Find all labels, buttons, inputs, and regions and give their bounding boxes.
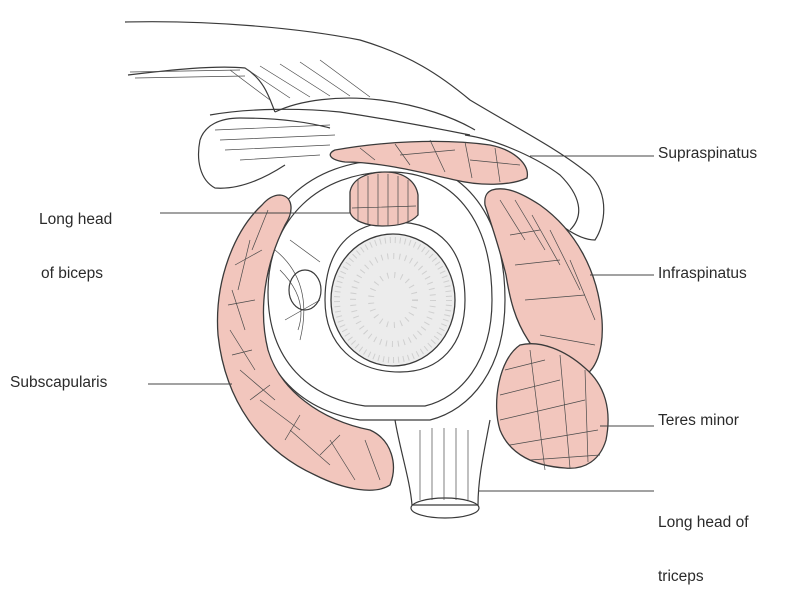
biceps-tendon <box>350 172 418 226</box>
label-long-head-of-triceps: Long head of triceps <box>658 478 749 604</box>
humeral-head <box>331 234 455 366</box>
label-biceps-line2: of biceps <box>39 265 112 283</box>
label-long-head-of-biceps: Long head of biceps <box>39 175 112 301</box>
label-biceps-line1: Long head <box>39 211 112 229</box>
label-supraspinatus: Supraspinatus <box>658 145 757 163</box>
label-teres-minor: Teres minor <box>658 412 739 430</box>
label-infraspinatus: Infraspinatus <box>658 265 747 283</box>
label-subscapularis: Subscapularis <box>10 374 107 392</box>
label-triceps-line1: Long head of <box>658 514 749 532</box>
label-triceps-line2: triceps <box>658 568 749 586</box>
triceps-tendon <box>395 420 490 518</box>
